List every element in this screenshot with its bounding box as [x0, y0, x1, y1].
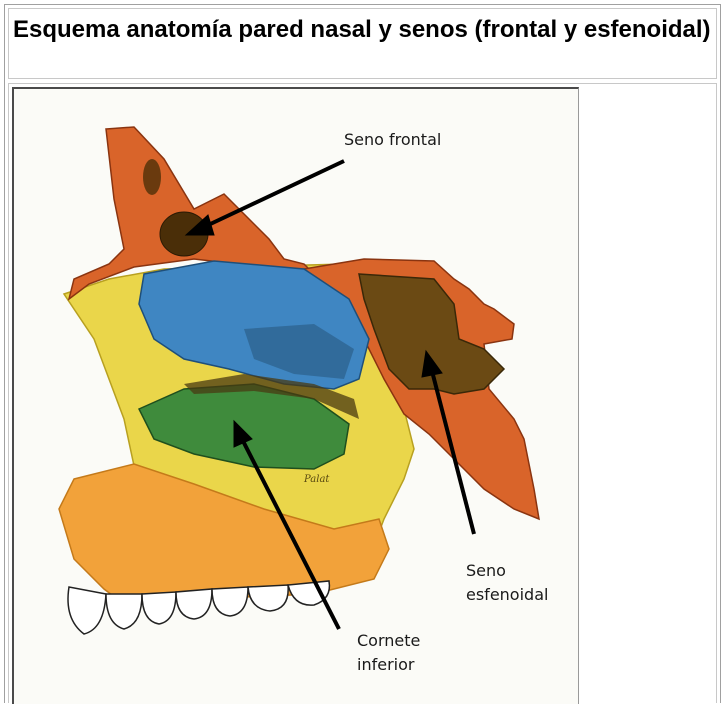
label-palat: Palat [303, 474, 330, 485]
frontal-bone-cavity [143, 159, 161, 195]
page-title: Esquema anatomía pared nasal y senos (fr… [13, 15, 716, 44]
label-cornete-line2: inferior [357, 655, 415, 674]
image-cell: Seno frontal Seno esfenoidal Cornete inf… [8, 83, 717, 703]
title-cell: Esquema anatomía pared nasal y senos (fr… [8, 8, 717, 79]
nasal-anatomy-drawing: Seno frontal Seno esfenoidal Cornete inf… [14, 89, 579, 704]
label-seno-esfenoidal-line1: Seno [466, 561, 506, 580]
label-seno-esfenoidal-line2: esfenoidal [466, 585, 548, 604]
label-cornete-line1: Cornete [357, 631, 420, 650]
nasal-anatomy-illustration: Seno frontal Seno esfenoidal Cornete inf… [12, 87, 579, 704]
label-seno-frontal: Seno frontal [344, 130, 441, 149]
